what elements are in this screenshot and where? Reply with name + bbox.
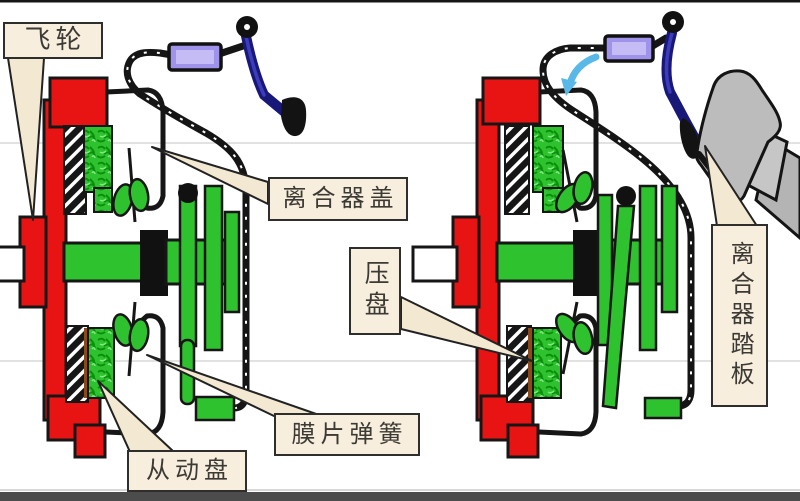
- right-clutch-disengaged-figure: [411, 11, 800, 459]
- diaphragm-spring-shape: [112, 147, 150, 377]
- pressure-plate-hatch-right: [504, 125, 533, 403]
- pressure-plate-hatch-left: [63, 125, 89, 403]
- diaphragm-spring-shape-right: [554, 149, 594, 375]
- label-driven-plate: 从动盘: [127, 450, 247, 492]
- cable-adjuster-left: [167, 42, 223, 72]
- pedal-pad-left: [281, 97, 307, 137]
- pointer-pressure-plate: [400, 296, 533, 362]
- pedal-pad-right: [679, 118, 699, 159]
- motion-arrow-icon: [561, 53, 600, 96]
- label-pressure-plate: 压盘: [349, 247, 401, 335]
- label-diaphragm-spring: 膜片弹簧: [274, 413, 420, 456]
- release-fork-left: [178, 183, 241, 422]
- clutch-pedal-right: [661, 11, 701, 159]
- label-clutch-cover: 离合器盖: [268, 177, 408, 221]
- cable-adjuster-right: [603, 34, 655, 63]
- label-clutch-pedal: 离合器踏板: [711, 224, 768, 407]
- release-fork-right: [596, 184, 683, 420]
- input-shaft-left: [0, 230, 238, 296]
- clutch-cover-shape-right: [538, 87, 599, 437]
- left-clutch-engaged-figure: [0, 16, 307, 459]
- top-border-line: [0, 0, 800, 3]
- driven-plate-shape-right: [532, 125, 564, 399]
- pointer-flywheel: [7, 57, 45, 221]
- label-flywheel: 飞轮: [3, 22, 103, 59]
- clutch-pedal-left: [236, 16, 307, 137]
- bottom-bar: [0, 492, 800, 501]
